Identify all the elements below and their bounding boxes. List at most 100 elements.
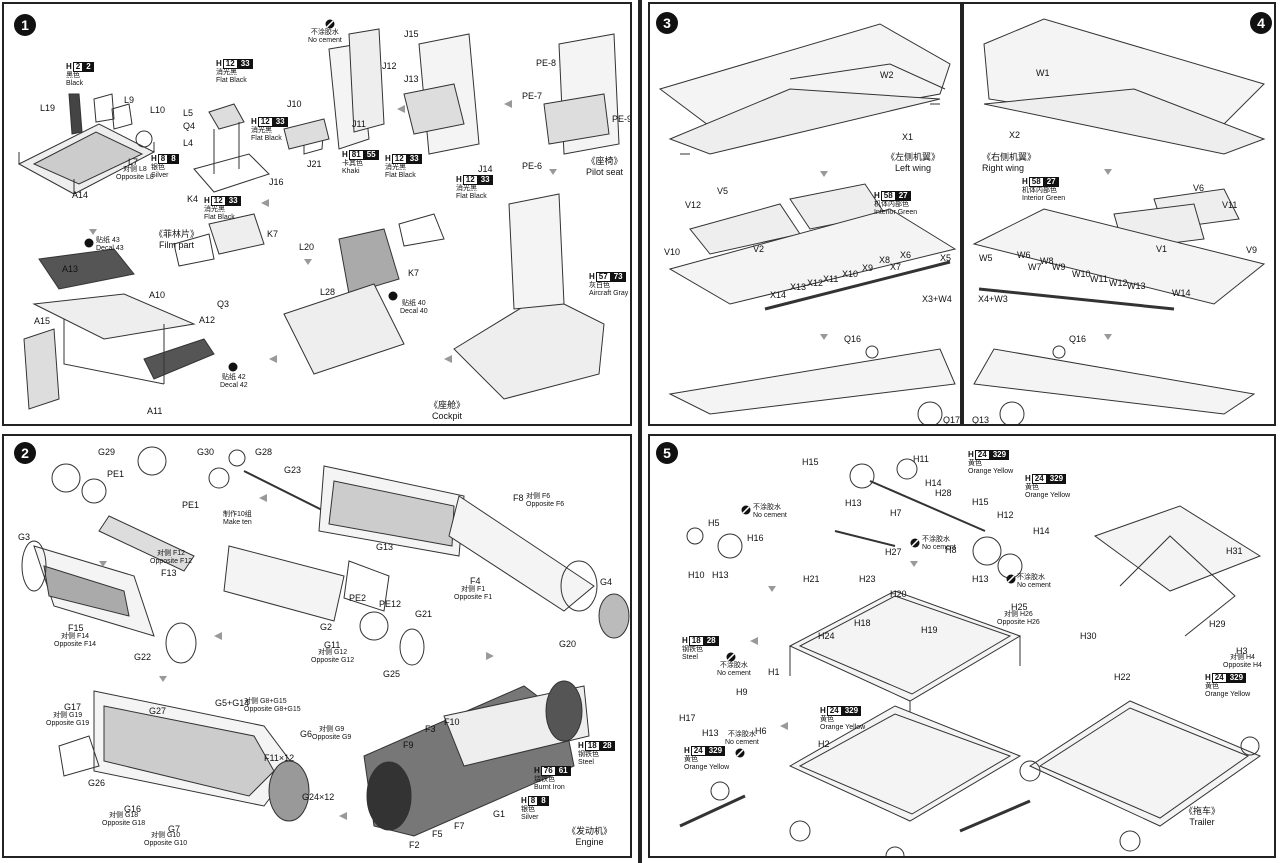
part-label: G22 [134, 652, 152, 662]
no-cement-icon [910, 538, 920, 548]
decal-icon [228, 362, 238, 372]
right-wing-drawing [972, 18, 1266, 424]
part-label: V11 [1222, 200, 1238, 210]
part-label: J16 [269, 177, 284, 187]
step-2-panel: 2 [2, 434, 632, 858]
part-label: L20 [299, 242, 315, 252]
part-label: X8 [879, 255, 891, 265]
part-label: H20 [890, 589, 907, 599]
film-part-caption: 《菲林片》Film part [154, 229, 200, 250]
part-label: G25 [383, 669, 401, 679]
part-label: F3 [425, 724, 436, 734]
part-label: A10 [149, 290, 166, 300]
part-label: G21 [415, 609, 433, 619]
part-label: X3+W4 [922, 294, 952, 304]
part-label: L5 [183, 108, 194, 118]
part-label: G5+G14 [215, 698, 250, 708]
part-label: H29 [1209, 619, 1226, 629]
part-label: G17 [64, 702, 82, 712]
part-label: H3 [1236, 646, 1248, 656]
part-label: L9 [124, 95, 135, 105]
part-label: PE1 [107, 469, 125, 479]
part-label: G27 [149, 706, 167, 716]
part-label: H19 [921, 625, 938, 635]
part-label: X10 [842, 269, 859, 279]
part-label: J15 [404, 29, 419, 39]
cockpit-assembly-drawing [17, 28, 620, 410]
part-label: PE-8 [536, 58, 557, 68]
part-label: Q4 [183, 121, 196, 131]
part-label: G11 [324, 640, 341, 650]
part-label: PE1 [182, 500, 200, 510]
opposite-note: 对侧 G8+G15 [244, 698, 287, 705]
part-label: V6 [1193, 183, 1205, 193]
part-label: L19 [40, 103, 56, 113]
part-label: H27 [885, 547, 902, 557]
part-label: F13 [161, 568, 177, 578]
part-label: H13 [702, 728, 719, 738]
part-label: H6 [755, 726, 767, 736]
step-number: 4 [1250, 12, 1272, 34]
part-label: J12 [382, 61, 397, 71]
part-label: H24 [818, 631, 835, 641]
part-label: X11 [823, 274, 839, 284]
part-label: H14 [1033, 526, 1050, 536]
part-label: A15 [34, 316, 51, 326]
part-label: K4 [187, 194, 199, 204]
part-label: J11 [352, 119, 366, 129]
part-label: V9 [1246, 245, 1258, 255]
part-label: X14 [770, 290, 787, 300]
part-label: G24×12 [302, 792, 335, 802]
step-number: 1 [14, 14, 36, 36]
part-label: W7 [1028, 262, 1042, 272]
part-label: W2 [880, 70, 894, 80]
opposite-note: Opposite G8+G15 [244, 706, 301, 713]
part-label: G20 [559, 639, 577, 649]
part-label: G26 [88, 778, 106, 788]
step-5-panel: 5 H15 H11 [648, 434, 1276, 858]
part-label: W5 [979, 253, 993, 263]
step-number: 3 [656, 12, 678, 34]
part-label: J10 [287, 99, 302, 109]
part-label: H5 [708, 518, 720, 528]
step-1-panel: 1 [2, 2, 632, 426]
part-label: H30 [1080, 631, 1097, 641]
no-cement-icon [741, 505, 751, 515]
part-label: A14 [72, 190, 89, 200]
part-label: H1 [768, 667, 780, 677]
part-label: V1 [1156, 244, 1168, 254]
part-label: G7 [168, 824, 181, 834]
part-label: H21 [803, 574, 820, 584]
part-label: A11 [147, 406, 163, 416]
part-label: F9 [403, 740, 414, 750]
part-label: Q16 [1069, 334, 1087, 344]
right-wing-caption: 《右侧机翼》Right wing [982, 152, 1037, 173]
part-label: F4 [470, 576, 481, 586]
part-label: H11 [913, 454, 929, 464]
step-number: 5 [656, 442, 678, 464]
part-label: G13 [376, 542, 394, 552]
part-label: W1 [1036, 68, 1050, 78]
part-label: Q3 [217, 299, 230, 309]
part-label: H10 [688, 570, 705, 580]
part-label: X6 [900, 250, 912, 260]
part-label: Q17 [943, 415, 961, 425]
part-label: W13 [1127, 281, 1146, 291]
part-label: Q13 [972, 415, 990, 425]
part-label: F15 [68, 623, 84, 633]
pilot-seat-caption: 《座椅》Pilot seat [586, 156, 624, 177]
